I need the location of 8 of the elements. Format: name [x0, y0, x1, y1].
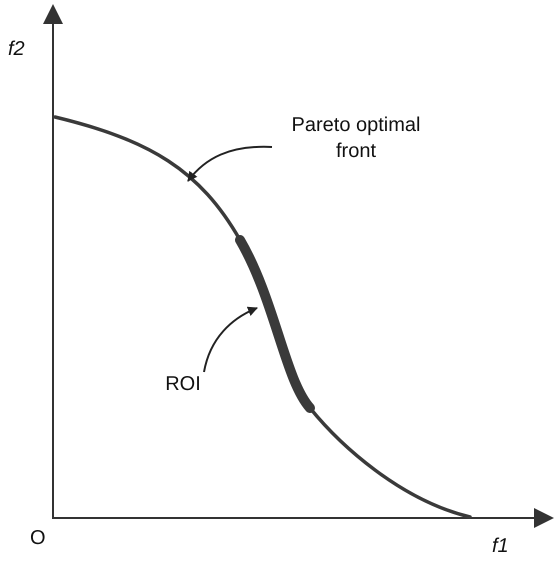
pareto-front-curve — [53, 115, 472, 519]
axis-label: f1 — [492, 534, 509, 559]
origin-label: O — [30, 526, 46, 551]
leader-arrow — [187, 146, 272, 182]
axis-label: f2 — [8, 37, 25, 62]
roi-label: ROI — [160, 371, 206, 397]
leader-arrow — [203, 307, 258, 372]
curve-label: Pareto optimal front — [272, 112, 440, 164]
